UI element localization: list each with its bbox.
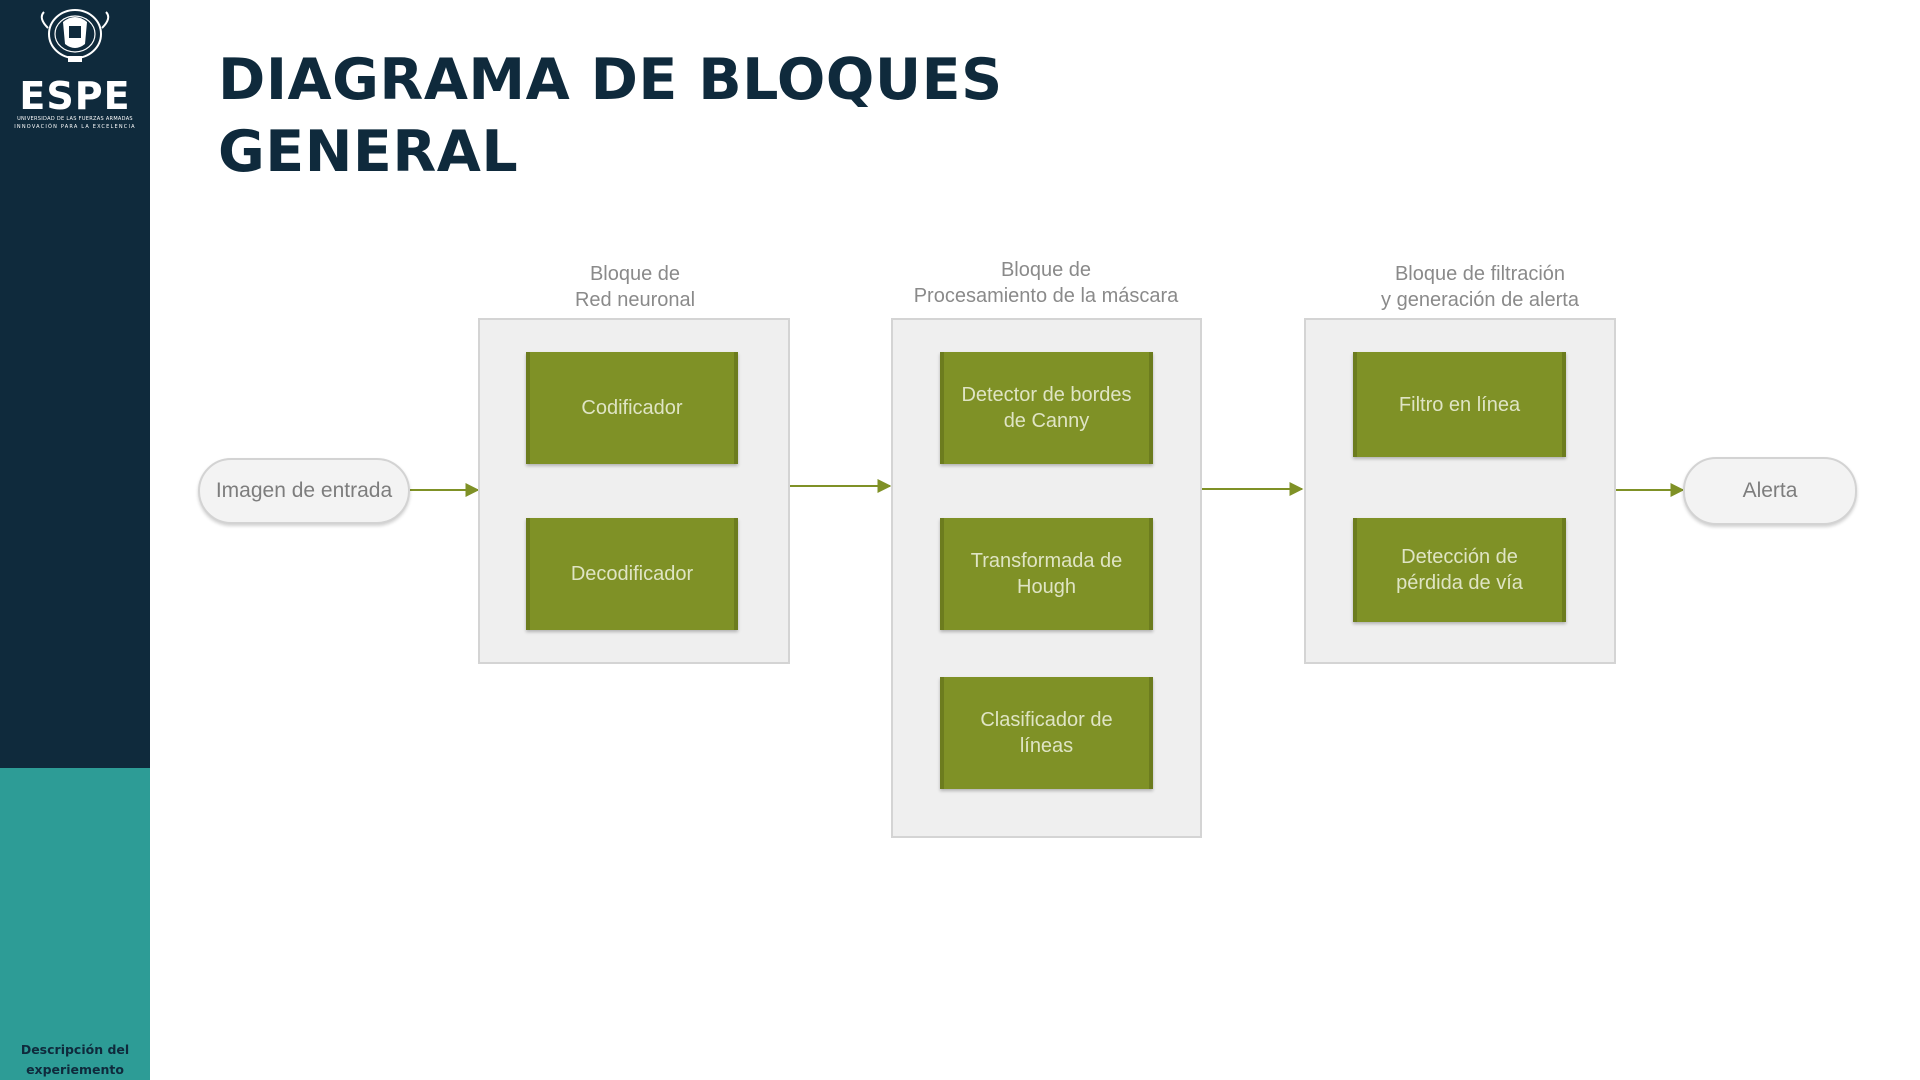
logo-motto: INNOVACIÓN PARA LA EXCELENCIA	[14, 124, 136, 130]
block-decoder: Decodificador	[526, 518, 738, 630]
group-label-line: Bloque de	[1000, 259, 1092, 281]
page-title: DIAGRAMA DE BLOQUES GENERAL	[218, 44, 1118, 188]
espe-logo: ESPE UNIVERSIDAD DE LAS FUERZAS ARMADAS …	[8, 4, 142, 132]
group-label-line: y generación de alerta	[1381, 289, 1579, 311]
block-label: Decodificador	[570, 563, 694, 585]
block-label: de Canny	[1003, 410, 1090, 432]
block-label: líneas	[1019, 735, 1074, 757]
group-label-line: Procesamiento de la máscara	[913, 285, 1179, 307]
block-label: Codificador	[581, 397, 683, 419]
group-label-line: Bloque de	[589, 263, 681, 285]
block-line-classifier: Clasificador de líneas	[940, 677, 1153, 789]
alert-terminal: Alerta	[1683, 457, 1857, 525]
block-label: pérdida de vía	[1396, 572, 1523, 594]
input-image-terminal: Imagen de entrada	[198, 458, 410, 524]
block-label: Filtro en línea	[1398, 393, 1521, 416]
page-title-line: GENERAL	[218, 119, 519, 185]
block-label: Detector de bordes	[961, 384, 1132, 406]
block-label: Detección de	[1401, 546, 1518, 568]
sidebar-footer-band	[0, 768, 150, 1080]
block-lane-loss-detection: Detección de pérdida de vía	[1353, 518, 1566, 622]
block-label: Clasificador de	[980, 709, 1113, 731]
logo-tagline: UNIVERSIDAD DE LAS FUERZAS ARMADAS	[17, 116, 133, 122]
sidebar-caption-line: experiemento	[26, 1062, 124, 1077]
block-canny-edge-detector: Detector de bordes de Canny	[940, 352, 1153, 464]
block-line-filter: Filtro en línea	[1353, 352, 1566, 457]
block-label: Transformada de	[970, 550, 1123, 572]
group-label-line: Bloque de filtración	[1394, 263, 1566, 285]
group-label-line: Red neuronal	[574, 289, 696, 311]
block-hough-transform: Transformada de Hough	[940, 518, 1153, 630]
input-image-label: Imagen de entrada	[215, 479, 393, 502]
group-label-filtering-alert: Bloque de filtración y generación de ale…	[1330, 261, 1630, 313]
sidebar-caption: Descripción del experiemento	[0, 1040, 150, 1080]
group-label-mask-processing: Bloque de Procesamiento de la máscara	[891, 257, 1201, 309]
group-label-neural-network: Bloque de Red neuronal	[480, 261, 790, 313]
alert-label: Alerta	[1742, 479, 1798, 502]
block-encoder: Codificador	[526, 352, 738, 464]
sidebar-caption-line: Descripción del	[20, 1042, 130, 1057]
page-title-line: DIAGRAMA DE BLOQUES	[218, 47, 1003, 113]
university-crest-icon	[40, 9, 110, 62]
block-label: Hough	[1017, 576, 1076, 598]
logo-wordmark: ESPE	[19, 74, 131, 118]
